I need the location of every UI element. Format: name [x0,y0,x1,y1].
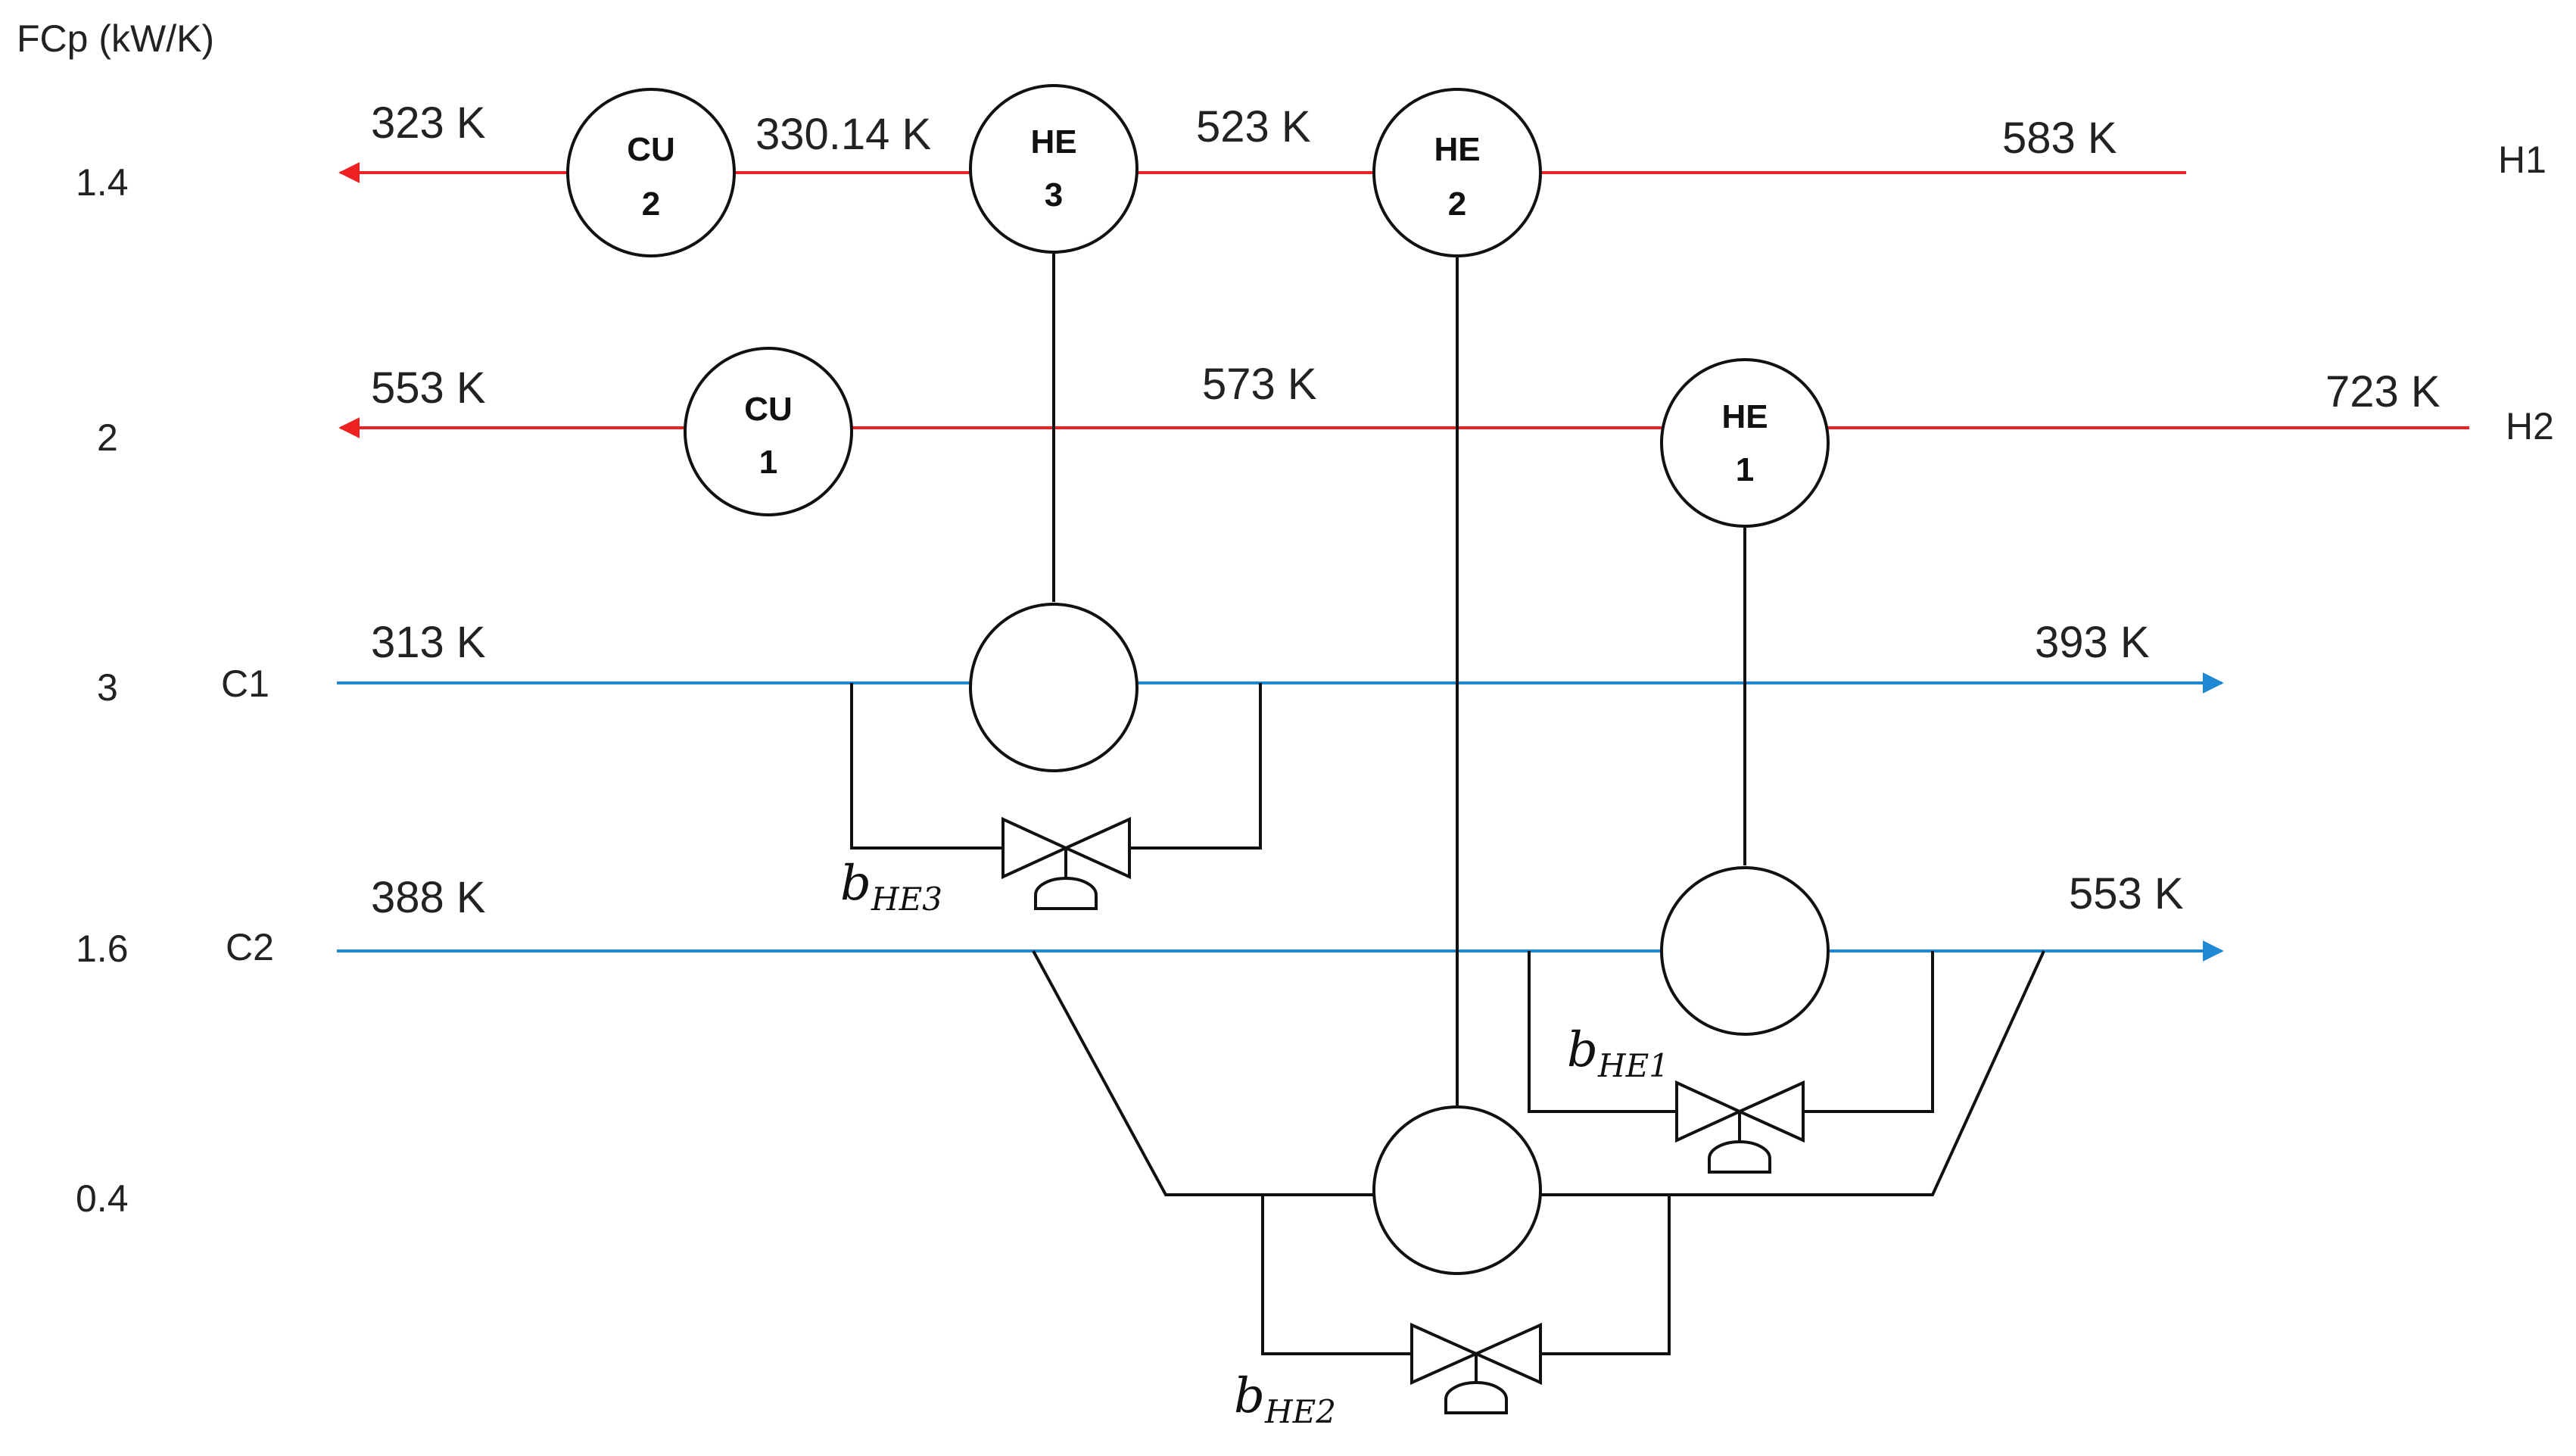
he1-cold-side-circle[interactable] [1660,866,1830,1036]
he2-cold-side-circle[interactable] [1372,1105,1542,1275]
cu2-label-line2: 2 [642,186,660,223]
fcp-value-bypass: 0.4 [76,1177,129,1220]
h1-temp-he3-out: 330.14 K [755,110,932,159]
he2-bypass-valve-icon[interactable] [1410,1322,1542,1414]
cu1-label-line1: CU [744,391,793,428]
h2-temp-mid: 573 K [1202,360,1317,409]
he2-branch-line [1032,950,2045,1196]
h1-temp-cu2-out: 323 K [371,98,486,148]
he1-label-line2: 1 [1736,451,1754,488]
cu2-cooler-circle[interactable] [566,88,736,257]
h2-temp-out: 553 K [371,363,486,413]
c2-temp-out: 553 K [2069,869,2184,918]
h2-temp-in: 723 K [2325,367,2441,416]
h2-stream-name: H2 [2506,405,2554,447]
he2-bypass-label: bHE2 [1234,1368,1336,1430]
he3-label-line1: HE [1030,123,1076,161]
he1-hot-side-circle[interactable] [1660,358,1830,528]
cu2-label-line1: CU [627,131,675,168]
he1-label-line1: HE [1721,398,1768,435]
h1-stream-name: H1 [2498,139,2546,181]
fcp-value-c2: 1.6 [76,928,129,970]
he1-bypass-valve-icon[interactable] [1675,1080,1805,1174]
c2-temp-in: 388 K [371,873,486,922]
fcp-value-h1: 1.4 [76,161,129,204]
fcp-value-c1: 3 [97,666,118,709]
c1-stream-name: C1 [221,663,269,705]
c1-temp-out: 393 K [2035,618,2150,667]
he2-label-line2: 2 [1448,186,1466,223]
he1-bypass-label: bHE1 [1567,1022,1669,1084]
he3-cold-side-circle[interactable] [969,603,1138,772]
he2-label-line1: HE [1434,131,1480,168]
he2-hot-side-circle[interactable] [1372,88,1542,257]
cu1-label-line2: 1 [759,444,777,481]
fcp-axis-label: FCp (kW/K) [17,17,214,60]
he3-hot-side-circle[interactable] [969,84,1138,254]
he3-bypass-label: bHE3 [840,856,942,918]
c2-stream-name: C2 [226,926,274,968]
fcp-value-h2: 2 [97,416,118,459]
h1-temp-in: 583 K [2002,114,2117,163]
c1-temp-in: 313 K [371,618,486,667]
cu1-cooler-circle[interactable] [684,347,853,516]
he3-label-line2: 3 [1045,176,1063,214]
h1-temp-he2-out: 523 K [1196,102,1311,151]
he3-bypass-valve-icon[interactable] [1001,816,1131,910]
